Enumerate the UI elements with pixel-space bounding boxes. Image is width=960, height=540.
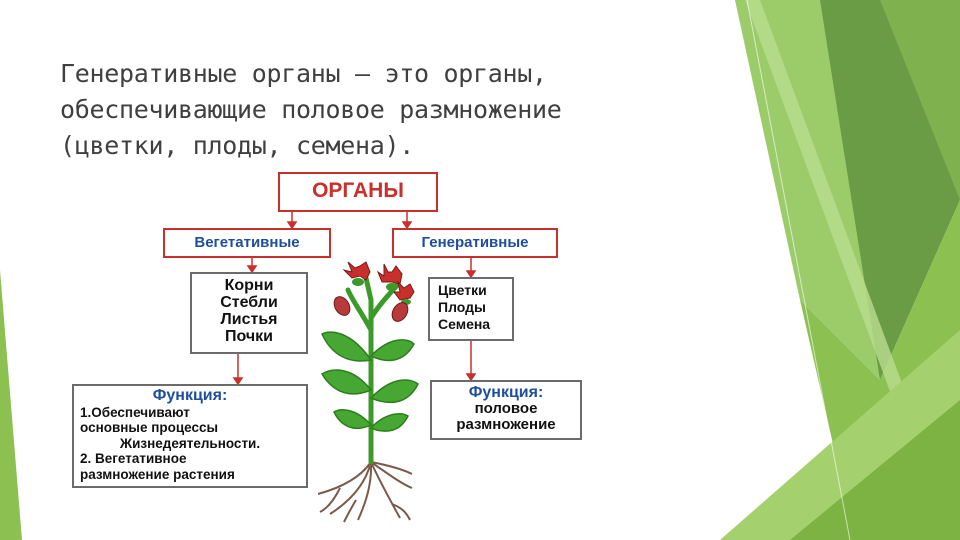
down-arrow (401, 221, 413, 230)
vegetative-label: Вегетативные (194, 234, 300, 251)
function-line: 2. Вегетативное (80, 451, 187, 466)
list-item: Семена (438, 316, 491, 332)
generative-label: Генеративные (421, 234, 529, 251)
organs-box: ОРГАНЫ (278, 172, 438, 212)
function-line: Жизнедеятельности. (119, 435, 261, 451)
generative-function-box: Функция: половое размножение (430, 380, 582, 440)
down-arrow (232, 377, 244, 386)
function-line: размножение (456, 416, 556, 433)
function-line: половое (474, 400, 538, 417)
down-arrow (465, 373, 477, 382)
slide-title: Генеративные органы – это органы, обеспе… (60, 56, 700, 164)
organs-label: ОРГАНЫ (312, 179, 404, 202)
down-arrow (286, 221, 298, 230)
function-line: 1.Обеспечивают (80, 404, 190, 420)
roots (317, 461, 413, 523)
title-line-1: Генеративные органы – это органы, (60, 59, 547, 88)
function-line: размножение растения (80, 466, 235, 482)
function-line: основные процессы (80, 420, 219, 435)
list-item: Плоды (438, 299, 486, 315)
list-item: Листья (220, 311, 278, 328)
function-heading: Функция: (468, 384, 544, 401)
list-item: Стебли (220, 294, 278, 311)
flowers (333, 261, 415, 322)
vegetative-organs-list: Корни Стебли Листья Почки (190, 272, 308, 354)
list-item: Цветки (438, 282, 487, 298)
list-item: Корни (224, 277, 274, 294)
generative-organs-list: Цветки Плоды Семена (428, 277, 514, 341)
down-arrow (465, 270, 477, 279)
title-line-3: (цветки, плоды, семена). (60, 131, 415, 160)
list-item: Почки (224, 328, 273, 345)
vegetative-box: Вегетативные (163, 228, 331, 258)
title-line-2: обеспечивающие половое размножение (60, 95, 562, 124)
vegetative-function-box: Функция: 1.Обеспечивают основные процесс… (72, 384, 308, 488)
generative-box: Генеративные (392, 228, 558, 258)
down-arrow (246, 265, 258, 274)
function-heading: Функция: (152, 387, 228, 404)
